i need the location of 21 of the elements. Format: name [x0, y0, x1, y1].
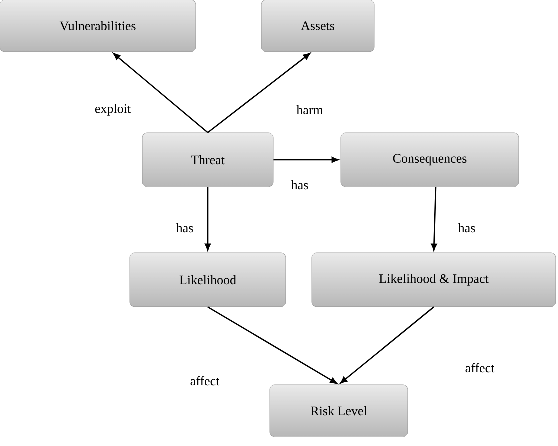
- arrow: [431, 187, 438, 251]
- process-box: Likelihood: [130, 252, 286, 308]
- edge-label: has: [290, 179, 310, 191]
- edge-label: harm: [296, 104, 324, 116]
- edge-label: exploit: [94, 103, 132, 117]
- arrow: [205, 187, 211, 251]
- process-box: Consequences: [340, 132, 520, 188]
- process-box: Assets: [261, 0, 375, 52]
- process-box: Vulnerabilities: [0, 0, 196, 52]
- arrow: [274, 157, 339, 163]
- edge-label: affect: [189, 375, 221, 387]
- arrow: [113, 53, 208, 134]
- arrow: [208, 306, 338, 384]
- edge-label: has: [175, 222, 195, 234]
- process-box: Risk Level: [270, 384, 408, 438]
- process-box: Threat: [142, 132, 274, 188]
- process-box: Likelihood & Impact: [312, 252, 556, 308]
- edge-label: affect: [464, 362, 496, 374]
- arrow: [208, 53, 311, 134]
- edge-label: has: [457, 222, 477, 234]
- arrow: [340, 306, 434, 384]
